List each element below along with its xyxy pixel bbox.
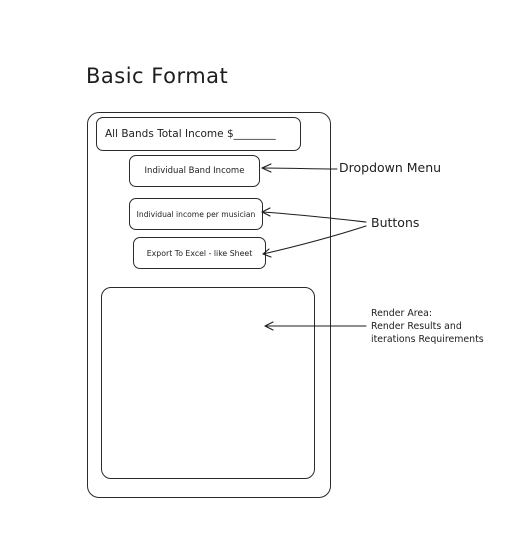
button-arrowhead-bottom	[262, 248, 272, 258]
render-annotation-line-1: Render Area:	[371, 308, 433, 319]
export-excel-label: Export To Excel - like Sheet	[146, 248, 253, 258]
button-arrow-top	[261, 211, 367, 223]
button-arrowhead-top	[261, 207, 271, 217]
dropdown-arrowhead	[261, 163, 272, 173]
page-title: Basic Format	[86, 64, 229, 88]
button-arrow-bottom	[262, 225, 367, 255]
buttons-annotation: Buttons	[371, 215, 420, 230]
app-frame	[87, 112, 331, 498]
dropdown-label: Individual Band Income	[144, 166, 245, 176]
render-annotation-line-2: Render Results and	[371, 321, 462, 332]
render-area-annotation: Render Area: Render Results and iteratio…	[371, 307, 484, 346]
income-per-musician-button[interactable]: Individual income per musician	[129, 198, 263, 230]
income-per-musician-label: Individual income per musician	[136, 209, 256, 219]
total-income-label: All Bands Total Income $________	[105, 128, 276, 140]
dropdown-annotation: Dropdown Menu	[339, 160, 442, 175]
total-income-field: All Bands Total Income $________	[96, 117, 301, 151]
band-income-dropdown[interactable]: Individual Band Income	[129, 155, 260, 187]
render-annotation-line-3: iterations Requirements	[371, 334, 484, 345]
render-arrowhead	[264, 321, 274, 331]
dropdown-arrow	[261, 167, 338, 170]
render-area	[101, 287, 315, 479]
